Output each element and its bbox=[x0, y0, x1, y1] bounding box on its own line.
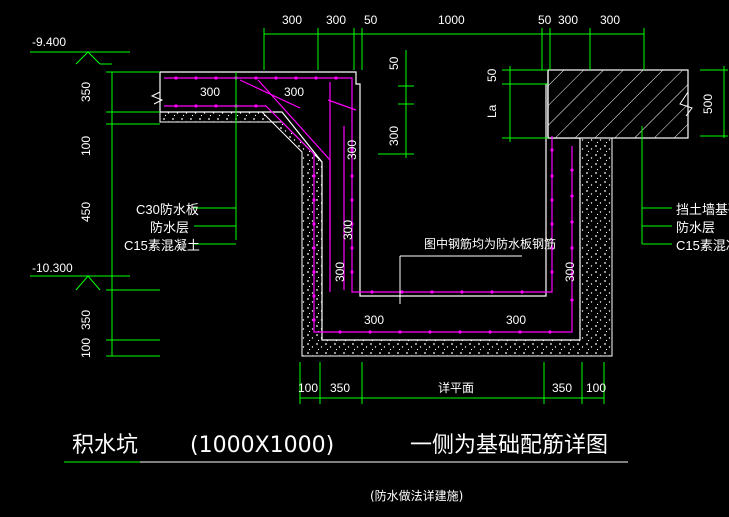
title-right: 一侧为基础配筋详图 bbox=[410, 433, 608, 458]
top-dim-2: 300 bbox=[326, 13, 346, 27]
left-dim-3: 450 bbox=[79, 202, 93, 222]
rebar-label-4: 300 bbox=[341, 220, 355, 240]
inner-dim-50: 50 bbox=[387, 56, 401, 70]
left-dim-2: 100 bbox=[79, 136, 93, 156]
bottom-dim-5: 100 bbox=[586, 381, 606, 395]
elevation-marker-1 bbox=[30, 51, 130, 65]
right-layer-1: 挡土墙基础 bbox=[676, 202, 729, 217]
right-layer-leaders bbox=[641, 126, 672, 245]
title-size: (1000X1000) bbox=[190, 433, 334, 458]
left-layer-2: 防水层 bbox=[150, 220, 189, 235]
bottom-dim-4: 350 bbox=[552, 381, 572, 395]
right-dimension bbox=[700, 66, 728, 138]
rebar-label-3: 300 bbox=[345, 140, 359, 160]
rebar-label-7: 300 bbox=[364, 313, 384, 327]
rebar-note: 图中钢筋均为防水板钢筋 bbox=[424, 236, 556, 251]
left-layer-3: C15素混凝土 bbox=[124, 238, 200, 253]
top-dim-7: 300 bbox=[600, 13, 620, 27]
top-dim-1: 300 bbox=[282, 13, 302, 27]
title-left: 积水坑 bbox=[72, 433, 138, 458]
rebar-label-1: 300 bbox=[200, 85, 220, 99]
inner-dim-300: 300 bbox=[387, 126, 401, 146]
rebar-label-5: 300 bbox=[333, 262, 347, 282]
elevation-label-2: -10.300 bbox=[32, 261, 73, 275]
c30-slab bbox=[159, 71, 581, 341]
break-mark-right bbox=[679, 91, 693, 117]
bottom-dimensions bbox=[299, 362, 605, 404]
rebar-dots bbox=[174, 76, 574, 334]
left-dimensions bbox=[106, 71, 160, 357]
rebar-group bbox=[164, 77, 573, 333]
left-dim-5: 100 bbox=[79, 338, 93, 358]
top-dim-3: 50 bbox=[364, 13, 378, 27]
right-dim-500: 500 bbox=[701, 94, 715, 114]
inner-dimensions bbox=[378, 50, 548, 158]
bottom-dim-3: 详平面 bbox=[438, 380, 474, 395]
left-dim-4: 350 bbox=[79, 310, 93, 330]
elevation-label-1: -9.400 bbox=[32, 35, 66, 49]
inner-dim-la: La bbox=[485, 104, 499, 118]
elevation-marker-2 bbox=[30, 275, 130, 291]
rebar-note-leader bbox=[399, 255, 522, 304]
left-dim-1: 350 bbox=[79, 82, 93, 102]
top-dimensions bbox=[263, 28, 645, 70]
left-layer-leaders bbox=[194, 72, 237, 245]
rebar-label-8: 300 bbox=[506, 313, 526, 327]
rebar-label-2: 300 bbox=[284, 85, 304, 99]
top-dim-6: 300 bbox=[558, 13, 578, 27]
break-mark-left bbox=[150, 91, 164, 105]
retaining-wall-foundation bbox=[547, 69, 689, 139]
right-layer-2: 防水层 bbox=[676, 220, 715, 235]
bottom-dim-1: 100 bbox=[298, 381, 318, 395]
left-layer-1: C30防水板 bbox=[136, 202, 199, 217]
inner-dim-50-right: 50 bbox=[485, 68, 499, 82]
rebar-label-6: 300 bbox=[563, 262, 577, 282]
top-dim-4: 1000 bbox=[438, 13, 465, 27]
top-dim-5: 50 bbox=[538, 13, 552, 27]
right-layer-3: C15素混凝土 bbox=[676, 238, 729, 253]
subtitle: (防水做法详建施) bbox=[370, 488, 463, 503]
bottom-dim-2: 350 bbox=[330, 381, 350, 395]
